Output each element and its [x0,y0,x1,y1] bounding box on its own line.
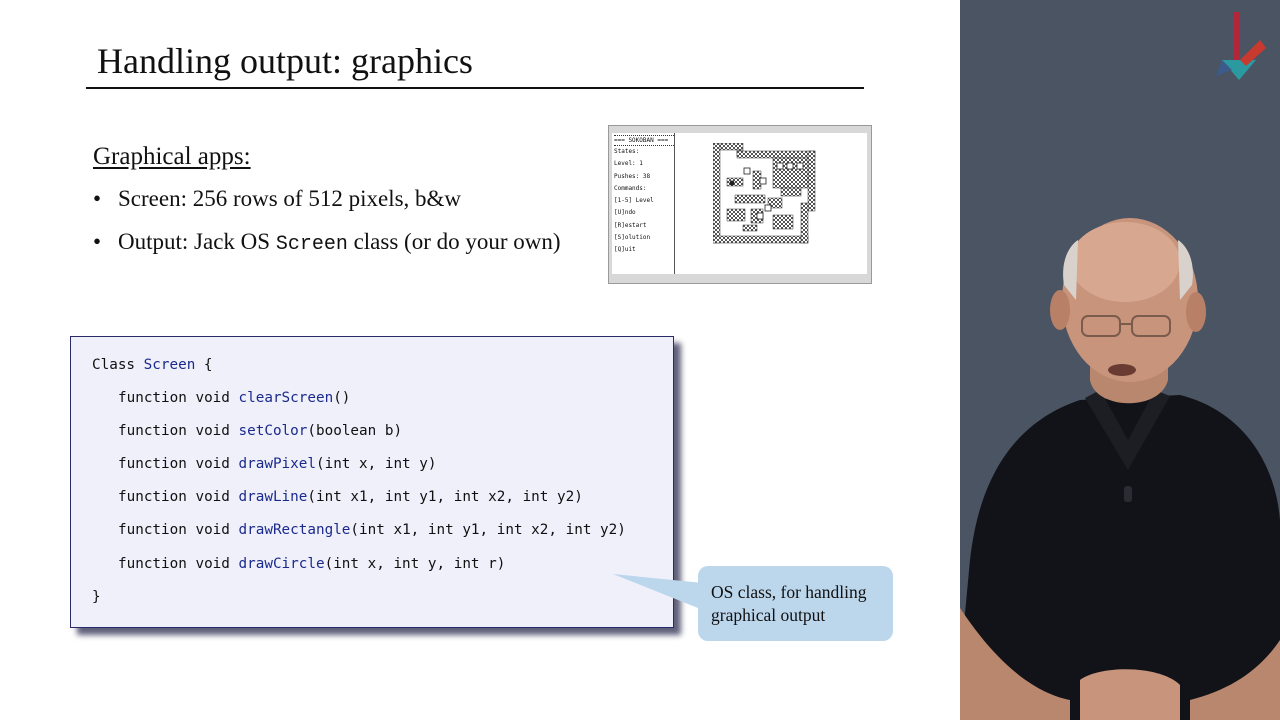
game-header: === SOKOBAN === [614,135,674,146]
code-class-close: } [92,589,101,605]
callout-line: OS class, for handling [711,582,867,602]
code-function-line: function void clearScreen() [118,390,350,406]
callout-bubble: OS class, for handling graphical output [698,566,893,641]
callout-pointer [613,574,713,614]
game-line: Level: 1 [614,160,643,168]
code-args: (boolean b) [307,423,403,439]
code-args: () [333,390,351,406]
code-args: (int x1, int y1, int x2, int y2) [307,489,583,505]
code-args: (int x, int y, int r) [324,556,506,572]
bullet-text-prefix: Output: Jack OS [118,229,276,254]
game-board-image [713,143,816,244]
game-line: Commands: [614,184,647,192]
sokoban-screenshot: === SOKOBAN === States: Level: 1 Pushes:… [608,125,872,284]
code-keyword: Class [92,357,144,373]
code-function-line: function void setColor(boolean b) [118,423,402,439]
code-function-line: function void drawCircle(int x, int y, i… [118,556,505,572]
logo-icon [1216,12,1266,80]
slide-title: Handling output: graphics [97,41,473,81]
bullet-output: • Output: Jack OS Screen class (or do you… [93,229,561,256]
code-prefix: function void [118,489,239,505]
code-function-line: function void drawRectangle(int x1, int … [118,522,626,538]
callout-text: OS class, for handling graphical output [711,581,867,627]
game-line: [Q]uit [614,246,636,254]
bullet-text: Screen: 256 rows of 512 pixels, b&w [118,186,462,211]
game-line: [R]estart [614,221,647,229]
code-function-name: drawPixel [238,456,316,472]
bullet-code: Screen [275,233,348,256]
code-class-open: Class Screen { [92,357,213,373]
callout-line: graphical output [711,605,826,625]
code-function-line: function void drawPixel(int x, int y) [118,456,437,472]
code-args: (int x, int y) [315,456,437,472]
code-function-name: drawLine [238,489,308,505]
code-function-name: setColor [238,423,308,439]
game-line: [U]ndo [614,209,636,217]
code-function-name: clearScreen [238,390,334,406]
code-prefix: function void [118,522,239,538]
code-class-name: Screen [143,357,196,373]
code-prefix: function void [118,390,239,406]
code-prefix: function void [118,556,239,572]
section-heading: Graphical apps: [93,143,251,170]
code-prefix: function void [118,423,239,439]
screen-class-code: Class Screen { function void clearScreen… [70,336,674,628]
bullet-dot: • [93,229,102,254]
bullet-text-suffix: class (or do your own) [347,229,561,254]
code-prefix: function void [118,456,239,472]
code-args: (int x1, int y1, int x2, int y2) [350,522,626,538]
game-line: Pushes: 38 [614,172,651,180]
title-underline [86,87,864,89]
game-line: [1-5] Level [614,197,654,205]
game-line: [S]olution [614,234,651,242]
game-sidebar: === SOKOBAN === States: Level: 1 Pushes:… [612,133,675,274]
presenter-video [960,0,1280,720]
bullet-screen: • Screen: 256 rows of 512 pixels, b&w [93,186,461,212]
bullet-dot: • [93,186,102,211]
code-function-name: drawRectangle [238,522,351,538]
code-brace: { [195,357,213,373]
code-function-name: drawCircle [238,556,325,572]
code-function-line: function void drawLine(int x1, int y1, i… [118,489,583,505]
slide: Handling output: graphics Graphical apps… [70,41,893,641]
presenter-image [960,12,1280,720]
game-line: States: [614,148,640,155]
